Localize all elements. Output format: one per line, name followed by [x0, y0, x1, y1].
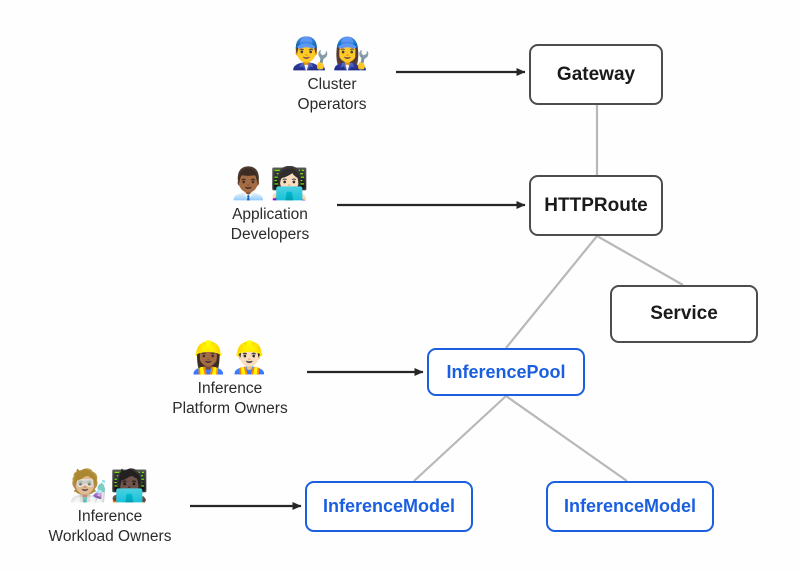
node-inferencepool-label: InferencePool: [446, 361, 566, 382]
inference-workload-owners-emoji: 🧑🏼‍🔬🧑🏿‍💻: [69, 468, 151, 504]
node-service[interactable]: Service: [610, 285, 758, 343]
node-inferencepool[interactable]: InferencePool: [427, 348, 585, 396]
actor-cluster-operators: 👨‍🔧👩‍🔧 Cluster Operators: [232, 34, 432, 115]
connector-httproute-to-service: [596, 235, 684, 286]
connector-inferencepool-to-model-right: [505, 395, 628, 482]
node-gateway-label: Gateway: [556, 63, 636, 85]
cluster-operators-emoji: 👨‍🔧👩‍🔧: [291, 36, 373, 72]
actor-inference-workload-owners: 🧑🏼‍🔬🧑🏿‍💻 Inference Workload Owners: [10, 466, 210, 547]
node-gateway[interactable]: Gateway: [529, 44, 663, 105]
actor-application-developers: 👨🏾‍💼👩🏻‍💻 Application Developers: [170, 164, 370, 245]
inference-workload-owners-label: Inference Workload Owners: [48, 508, 172, 545]
inference-platform-owners-label: Inference Platform Owners: [172, 380, 288, 417]
connector-httproute-to-inferencepool: [505, 235, 598, 349]
connector-inferencepool-to-model-left: [413, 395, 507, 482]
cluster-operators-label: Cluster Operators: [297, 76, 367, 113]
application-developers-label: Application Developers: [230, 206, 310, 243]
actor-inference-platform-owners: 👷🏾‍♀️👷🏻‍♂️ Inference Platform Owners: [130, 338, 330, 419]
node-service-label: Service: [650, 303, 718, 324]
node-httproute[interactable]: HTTPRoute: [529, 175, 663, 236]
node-inferencemodel-right[interactable]: InferenceModel: [546, 481, 714, 532]
node-inferencemodel-left-label: InferenceModel: [322, 496, 456, 516]
application-developers-emoji: 👨🏾‍💼👩🏻‍💻: [229, 166, 311, 202]
inference-platform-owners-emoji: 👷🏾‍♀️👷🏻‍♂️: [189, 340, 271, 376]
node-inferencemodel-left[interactable]: InferenceModel: [305, 481, 473, 532]
node-httproute-label: HTTPRoute: [544, 194, 648, 216]
node-inferencemodel-right-label: InferenceModel: [563, 496, 697, 516]
